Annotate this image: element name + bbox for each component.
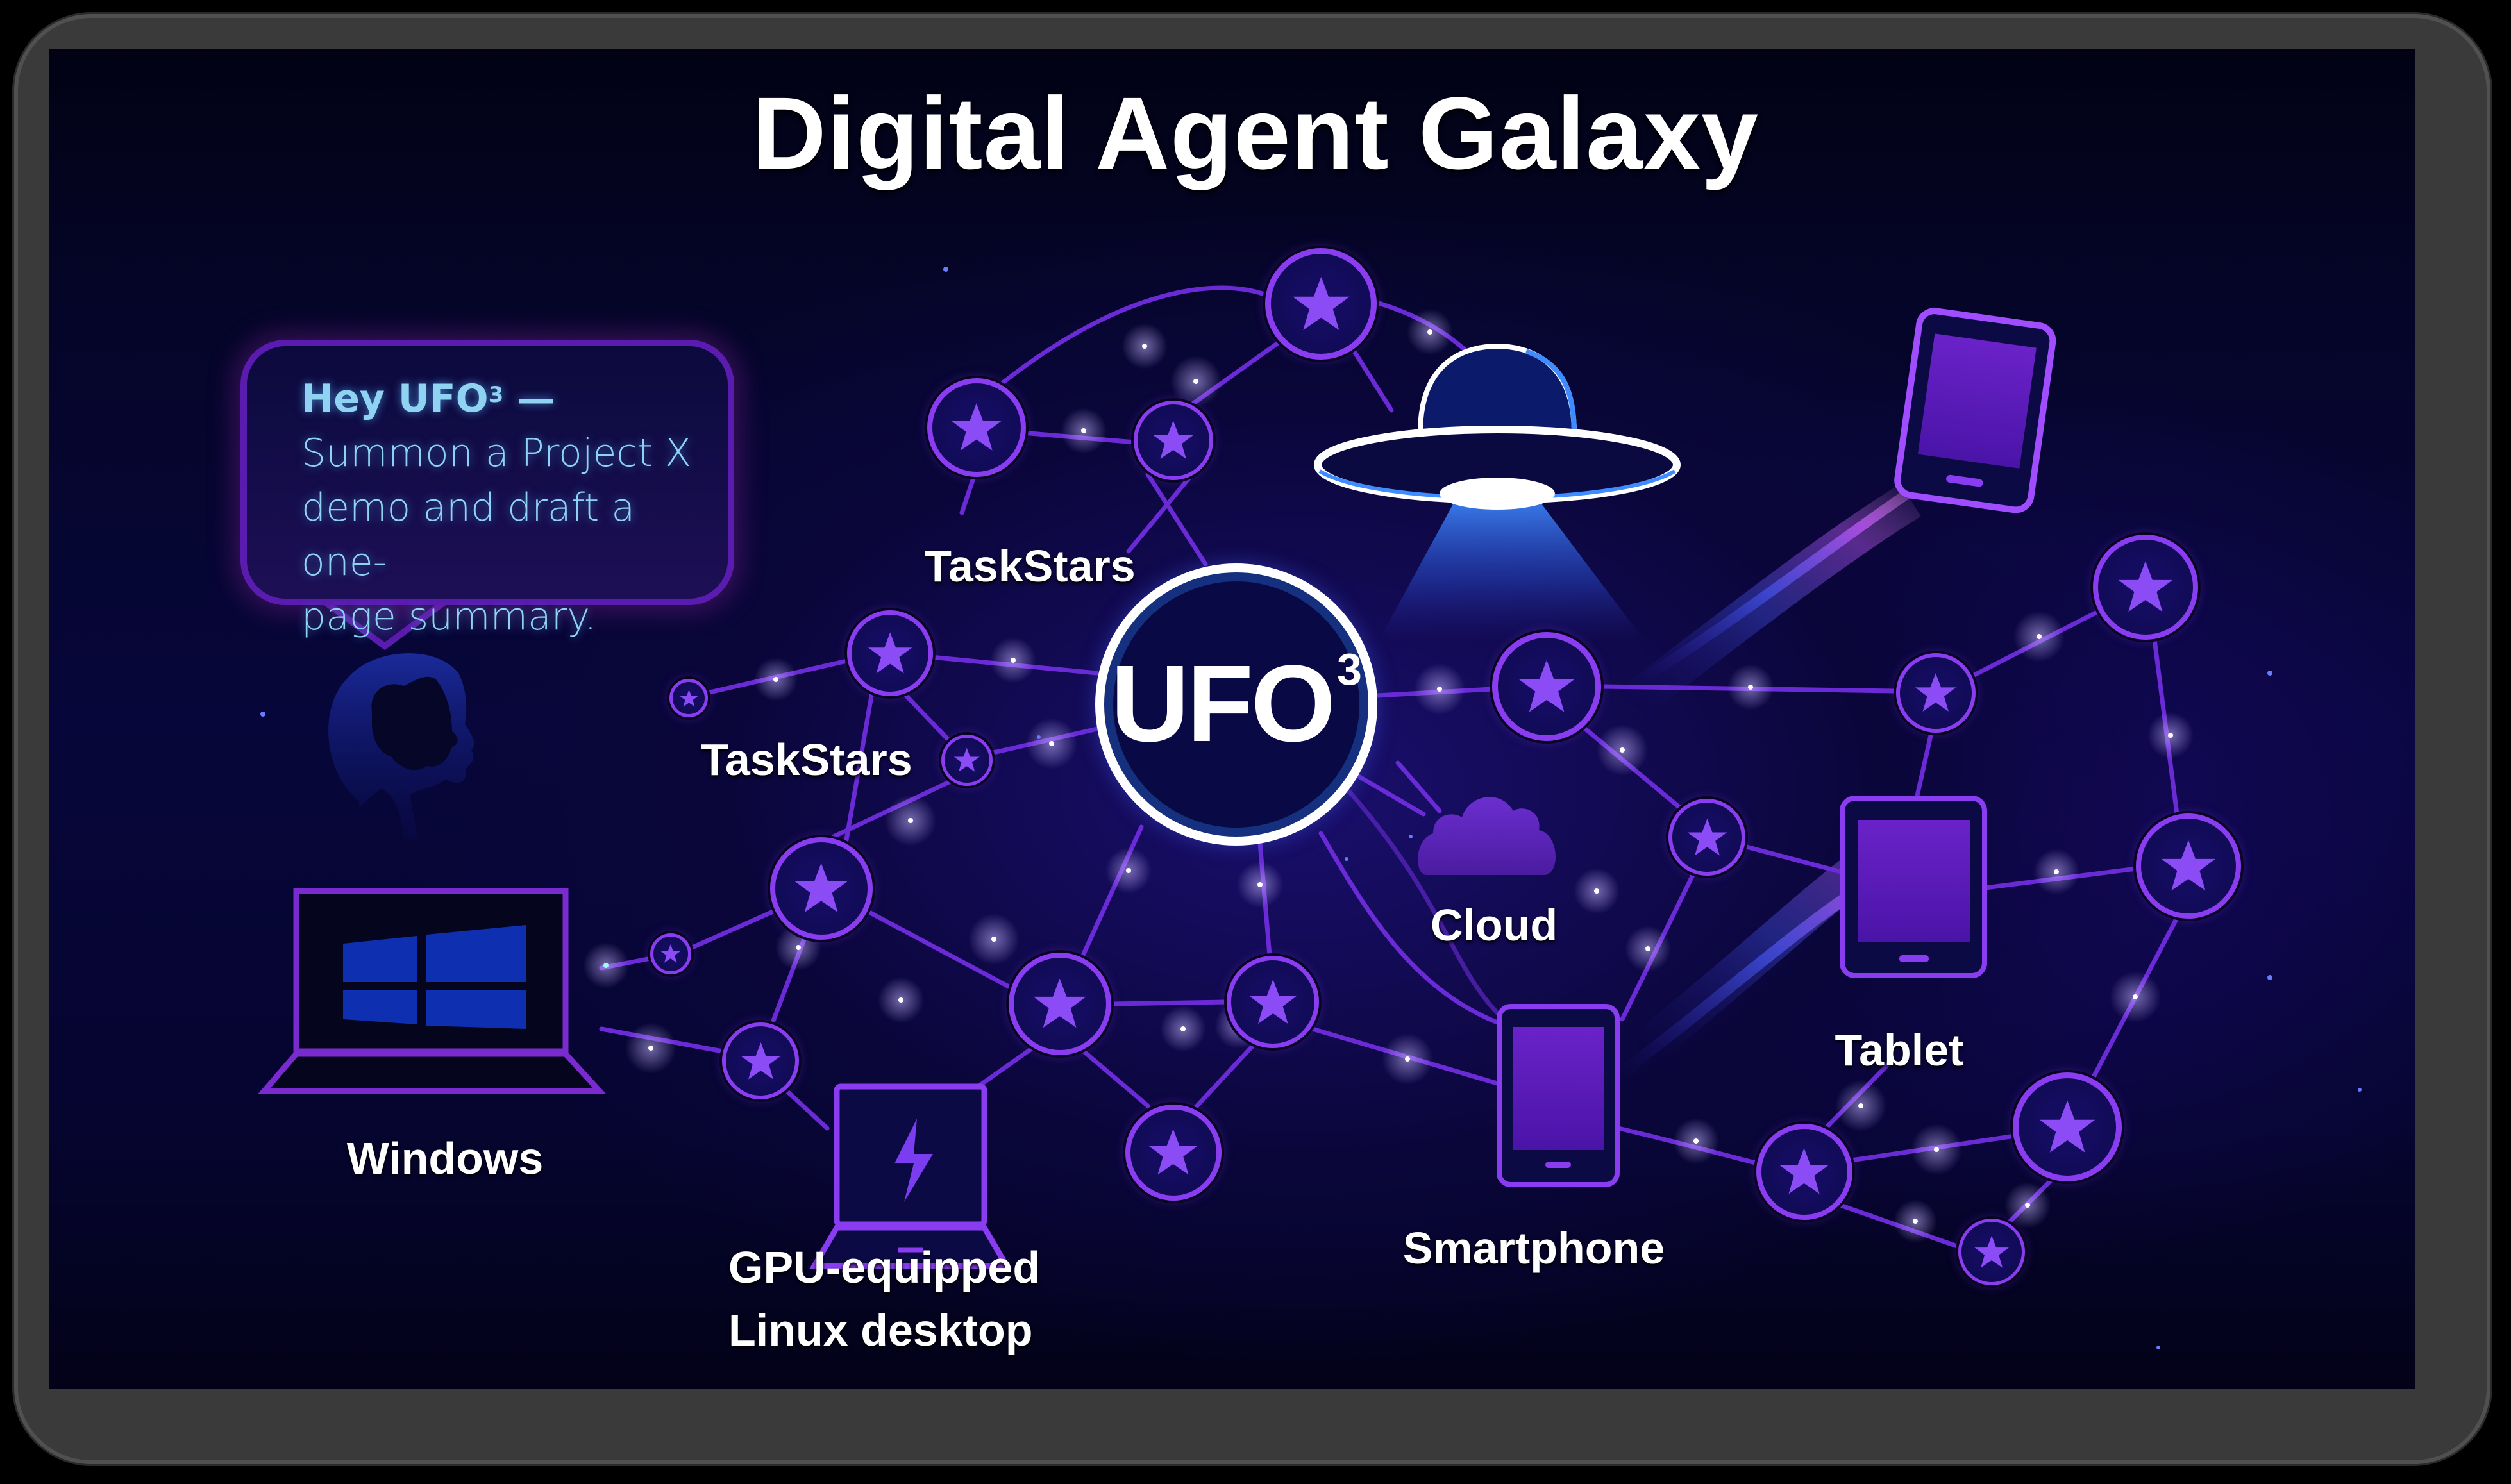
greeting-superscript: 3 (488, 382, 504, 408)
ufo-saucer-icon (1314, 343, 1681, 641)
taskstars-label-left: TaskStars (701, 735, 912, 785)
star-icon (1148, 1129, 1198, 1175)
network-graph (258, 267, 2362, 1349)
galaxy-canvas: Digital Agent Galaxy Hey UFO3 — Summon a… (49, 49, 2415, 1389)
task-star-node[interactable] (847, 610, 933, 696)
star-icon (1974, 1235, 2009, 1268)
star-icon (1033, 978, 1087, 1028)
task-star-node[interactable] (1227, 956, 1319, 1048)
star-icon (1153, 421, 1194, 460)
cloud-label: Cloud (1430, 900, 1558, 950)
task-star-node[interactable] (650, 933, 691, 974)
smartphone-label: Smartphone (1402, 1223, 1665, 1273)
star-icon (1915, 673, 1956, 712)
task-star-node[interactable] (1756, 1124, 1852, 1220)
background-stars (260, 267, 2362, 1349)
gpu-label-line2: Linux desktop (728, 1305, 1033, 1355)
flying-tablet-icon (1894, 308, 2056, 513)
tablet-icon (1840, 796, 1987, 978)
task-star-node[interactable] (1009, 953, 1111, 1055)
ufo3-hub-node[interactable]: UFO3 (1095, 563, 1377, 846)
glow-particles (583, 309, 2194, 1243)
star-icon (1518, 660, 1575, 712)
task-star-node[interactable] (941, 735, 993, 786)
star-icon (954, 747, 980, 772)
bubble-line: demo and draft a one- (301, 485, 635, 585)
taskstars-label-top: TaskStars (924, 541, 1136, 591)
task-star-node[interactable] (669, 679, 708, 717)
task-star-node[interactable] (1492, 632, 1601, 741)
bubble-greeting: Hey UFO3 — (301, 372, 728, 426)
hub-label: UFO3 (1104, 647, 1368, 758)
task-star-node[interactable] (1125, 1105, 1222, 1201)
task-star-node[interactable] (2136, 813, 2241, 919)
user-head-silhouette-icon (328, 653, 474, 840)
bubble-line: page summary. (301, 594, 597, 639)
smartphone-icon (1497, 1004, 1620, 1187)
star-icon (660, 944, 681, 963)
lightning-laptop-icon (809, 1083, 1012, 1269)
task-star-node[interactable] (2013, 1072, 2122, 1181)
star-icon (679, 689, 698, 707)
star-icon (1248, 979, 1297, 1024)
edges (599, 285, 2179, 1249)
windows-laptop-icon (258, 888, 607, 1094)
task-star-node[interactable] (1134, 401, 1213, 480)
bubble-line: Summon a Project X (301, 431, 692, 476)
speech-bubble-text: Hey UFO3 — Summon a Project X demo and d… (301, 372, 728, 644)
speech-bubble: Hey UFO3 — Summon a Project X demo and d… (240, 340, 734, 639)
page-title: Digital Agent Galaxy (752, 76, 1759, 190)
star-icon (741, 1042, 780, 1080)
star-icon (794, 863, 848, 913)
greeting-dash: — (503, 376, 556, 421)
gpu-label-line1: GPU-equipped (728, 1242, 1041, 1292)
star-icon (1779, 1148, 1829, 1194)
task-star-node[interactable] (1668, 799, 1745, 876)
task-star-node[interactable] (927, 378, 1026, 477)
hub-superscript: 3 (1336, 644, 1362, 695)
cloud-icon (1418, 797, 1556, 875)
star-icon (951, 403, 1002, 451)
greeting-text: Hey UFO (301, 376, 489, 421)
star-icon (1687, 818, 1727, 856)
task-star-node[interactable] (722, 1022, 799, 1099)
task-star-node[interactable] (1265, 248, 1377, 360)
star-icon (868, 632, 912, 674)
hub-label-text: UFO (1111, 643, 1336, 765)
task-star-node[interactable] (1896, 653, 1976, 733)
star-icon (2039, 1100, 2095, 1153)
windows-label: Windows (346, 1133, 544, 1183)
star-icon (2118, 561, 2173, 612)
star-icon (2161, 840, 2216, 891)
task-star-node[interactable] (770, 837, 873, 940)
tablet-label: Tablet (1835, 1025, 1964, 1075)
task-star-node[interactable] (1958, 1219, 2025, 1285)
task-star-node[interactable] (2093, 535, 2198, 640)
star-icon (1292, 276, 1350, 330)
